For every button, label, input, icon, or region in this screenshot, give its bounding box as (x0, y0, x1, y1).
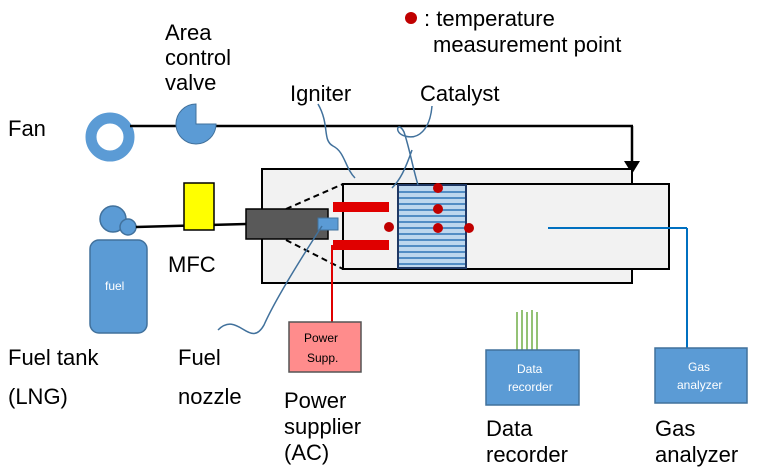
fuel-nozzle-tip (317, 217, 339, 231)
igniter-label: Igniter (290, 81, 351, 106)
power-supplier-label-2: supplier (284, 414, 361, 439)
igniter-leader (317, 103, 356, 179)
catalyst-label: Catalyst (420, 81, 499, 106)
power-supp-text-1: Power (304, 331, 338, 345)
data-recorder-wires (516, 310, 538, 350)
fuel-tank-cap-2 (119, 218, 137, 236)
data-recorder-label-2: recorder (486, 442, 568, 467)
fan-label: Fan (8, 116, 46, 141)
fuel-tank-text: fuel (105, 279, 124, 293)
gas-analyzer-box (654, 347, 748, 404)
igniter-electrode-bottom (333, 240, 389, 250)
legend-marker-icon (405, 12, 417, 24)
temp-point-3 (384, 222, 394, 232)
area-valve-icon (175, 103, 217, 145)
fuel-tank-body (89, 239, 148, 334)
area-valve-label-3: valve (165, 70, 216, 95)
data-recorder-text-1: Data (517, 362, 543, 376)
data-recorder-label-1: Data (486, 416, 533, 441)
area-valve-label-2: control (165, 45, 231, 70)
power-supp-text-2: Supp. (307, 351, 338, 365)
data-recorder-box (485, 349, 580, 406)
cone-dash-top (285, 183, 344, 210)
fuel-tank-label-2: (LNG) (8, 384, 68, 409)
temp-point-4 (433, 223, 443, 233)
power-supp-box (288, 321, 362, 373)
mfc-box (183, 182, 215, 231)
cone-dash-bottom (285, 239, 344, 270)
temp-point-1 (433, 183, 443, 193)
data-recorder-text-2: recorder (508, 380, 553, 394)
catalyst-leader-2 (391, 149, 413, 189)
gas-analyzer-text-1: Gas (688, 360, 710, 374)
power-supplier-label-1: Power (284, 388, 346, 413)
igniter-electrode-top (333, 202, 389, 212)
fan-icon (85, 112, 135, 162)
catalyst-lines (399, 191, 465, 265)
fuel-nozzle-label-2: nozzle (178, 384, 242, 409)
legend-text-line2: measurement point (433, 32, 621, 57)
temp-point-5 (464, 223, 474, 233)
temp-point-2 (433, 204, 443, 214)
fuel-nozzle-body (245, 208, 329, 240)
catalyst-leader (397, 105, 433, 186)
legend-text-line1: : temperature (424, 6, 555, 31)
fuel-nozzle-label-1: Fuel (178, 345, 221, 370)
gas-analyzer-text-2: analyzer (677, 378, 722, 392)
area-valve-label-1: Area (165, 20, 212, 45)
mfc-label: MFC (168, 252, 216, 277)
gas-analyzer-label-1: Gas (655, 416, 695, 441)
air-arrow-icon (624, 161, 640, 174)
fuel-nozzle-leader (217, 225, 323, 335)
gas-analyzer-label-2: analyzer (655, 442, 738, 467)
power-supplier-label-3: (AC) (284, 440, 329, 465)
fuel-tank-label-1: Fuel tank (8, 345, 99, 370)
